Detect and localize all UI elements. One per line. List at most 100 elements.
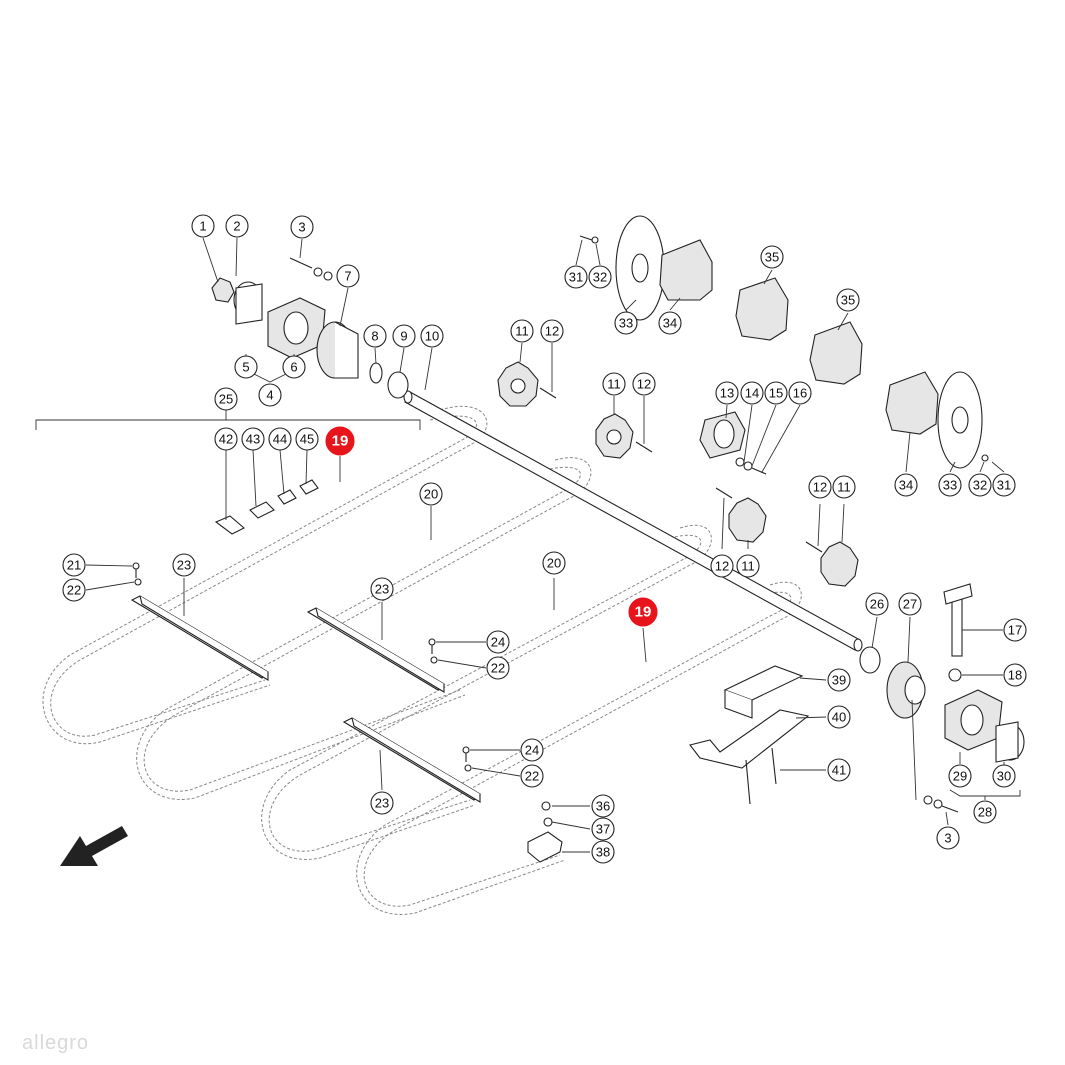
callout-20a: 20 <box>419 482 443 506</box>
svg-text:40: 40 <box>832 710 846 725</box>
callout-28: 28 <box>973 800 997 824</box>
callout-22c: 22 <box>520 764 544 788</box>
callouts: 1 2 3 4 5 6 7 8 9 10 11 12 11 12 13 14 1… <box>62 214 1027 864</box>
svg-text:13: 13 <box>720 386 734 401</box>
svg-text:11: 11 <box>607 377 621 392</box>
callout-43: 43 <box>241 427 265 451</box>
svg-text:45: 45 <box>300 432 314 447</box>
callout-11c: 11 <box>832 475 856 499</box>
svg-text:34: 34 <box>899 478 913 493</box>
svg-text:12: 12 <box>813 480 827 495</box>
gear-35a <box>735 277 789 341</box>
callout-20b: 20 <box>542 551 566 575</box>
callout-7: 7 <box>336 264 360 288</box>
callout-21: 21 <box>62 553 86 577</box>
watermark-logo: allegro <box>22 1032 90 1054</box>
svg-text:18: 18 <box>1008 668 1022 683</box>
callout-37: 37 <box>591 817 615 841</box>
callout-18: 18 <box>1003 663 1027 687</box>
gear-34b <box>885 371 939 435</box>
callout-27: 27 <box>898 592 922 616</box>
svg-text:43: 43 <box>246 432 260 447</box>
callout-14: 14 <box>740 381 764 405</box>
chain-link-parts <box>214 479 319 535</box>
callout-24a: 24 <box>486 630 510 654</box>
svg-text:20: 20 <box>547 556 561 571</box>
right-end-assembly <box>859 583 1025 813</box>
callout-44: 44 <box>268 427 292 451</box>
chain-loop-2 <box>143 457 592 792</box>
svg-text:15: 15 <box>769 386 783 401</box>
chain-loops <box>42 405 802 915</box>
callout-38: 38 <box>591 840 615 864</box>
callout-32b: 32 <box>968 473 992 497</box>
callout-30: 30 <box>992 764 1016 788</box>
callout-3: 3 <box>290 215 314 239</box>
chain-loop-1b <box>42 415 477 745</box>
callout-26: 26 <box>865 592 889 616</box>
callout-45: 45 <box>295 427 319 451</box>
svg-text:34: 34 <box>663 316 677 331</box>
svg-text:41: 41 <box>832 763 846 778</box>
svg-text:33: 33 <box>619 316 633 331</box>
svg-text:38: 38 <box>596 845 610 860</box>
svg-text:1: 1 <box>199 219 206 234</box>
callout-12c: 12 <box>808 475 832 499</box>
callout-36: 36 <box>591 794 615 818</box>
chain-loop-3b <box>261 534 702 860</box>
svg-text:5: 5 <box>242 360 249 375</box>
svg-text:36: 36 <box>596 799 610 814</box>
svg-text:12: 12 <box>715 559 729 574</box>
callout-33a: 33 <box>614 311 638 335</box>
callout-12a: 12 <box>540 319 564 343</box>
svg-text:9: 9 <box>400 329 407 344</box>
svg-text:3: 3 <box>944 831 951 846</box>
chain-loop-1 <box>50 405 488 737</box>
callout-12d: 12 <box>710 554 734 578</box>
top-wheels <box>579 215 989 469</box>
callout-12b: 12 <box>632 372 656 396</box>
svg-text:28: 28 <box>978 805 992 820</box>
callout-29: 29 <box>948 764 972 788</box>
svg-text:24: 24 <box>491 635 505 650</box>
svg-text:26: 26 <box>870 597 884 612</box>
chain-loop-3 <box>268 524 712 852</box>
svg-text:19: 19 <box>332 433 349 450</box>
svg-text:16: 16 <box>793 386 807 401</box>
callout-24b: 24 <box>520 738 544 762</box>
callout-22b: 22 <box>486 656 510 680</box>
leader-lines <box>35 237 1021 853</box>
svg-text:2: 2 <box>233 219 240 234</box>
sprocket-11c <box>728 497 767 543</box>
bushing-26 <box>859 646 881 674</box>
svg-text:4: 4 <box>266 388 273 403</box>
svg-text:14: 14 <box>745 386 759 401</box>
callout-35a: 35 <box>760 245 784 269</box>
svg-text:23: 23 <box>375 582 389 597</box>
svg-text:27: 27 <box>903 597 917 612</box>
chain-loop-4b <box>356 591 792 915</box>
sprocket-11d <box>820 541 859 587</box>
callout-22a: 22 <box>62 578 86 602</box>
callout-10: 10 <box>420 324 444 348</box>
washer-8 <box>369 362 383 384</box>
callout-3b: 3 <box>936 826 960 850</box>
clamp-38 <box>527 831 563 863</box>
callout-11b: 11 <box>602 372 626 396</box>
gear-34a <box>659 239 713 301</box>
main-shaft <box>403 390 863 652</box>
svg-text:22: 22 <box>525 769 539 784</box>
bracket-parts <box>527 665 810 863</box>
svg-text:3: 3 <box>298 220 305 235</box>
link-42 <box>214 515 245 535</box>
svg-text:11: 11 <box>741 559 755 574</box>
left-end-assembly <box>211 257 409 399</box>
svg-text:31: 31 <box>569 270 583 285</box>
callout-23a: 23 <box>172 553 196 577</box>
callout-1: 1 <box>191 214 215 238</box>
svg-text:22: 22 <box>67 583 81 598</box>
svg-text:17: 17 <box>1008 623 1022 638</box>
svg-text:19: 19 <box>635 604 652 621</box>
callout-2: 2 <box>225 214 249 238</box>
